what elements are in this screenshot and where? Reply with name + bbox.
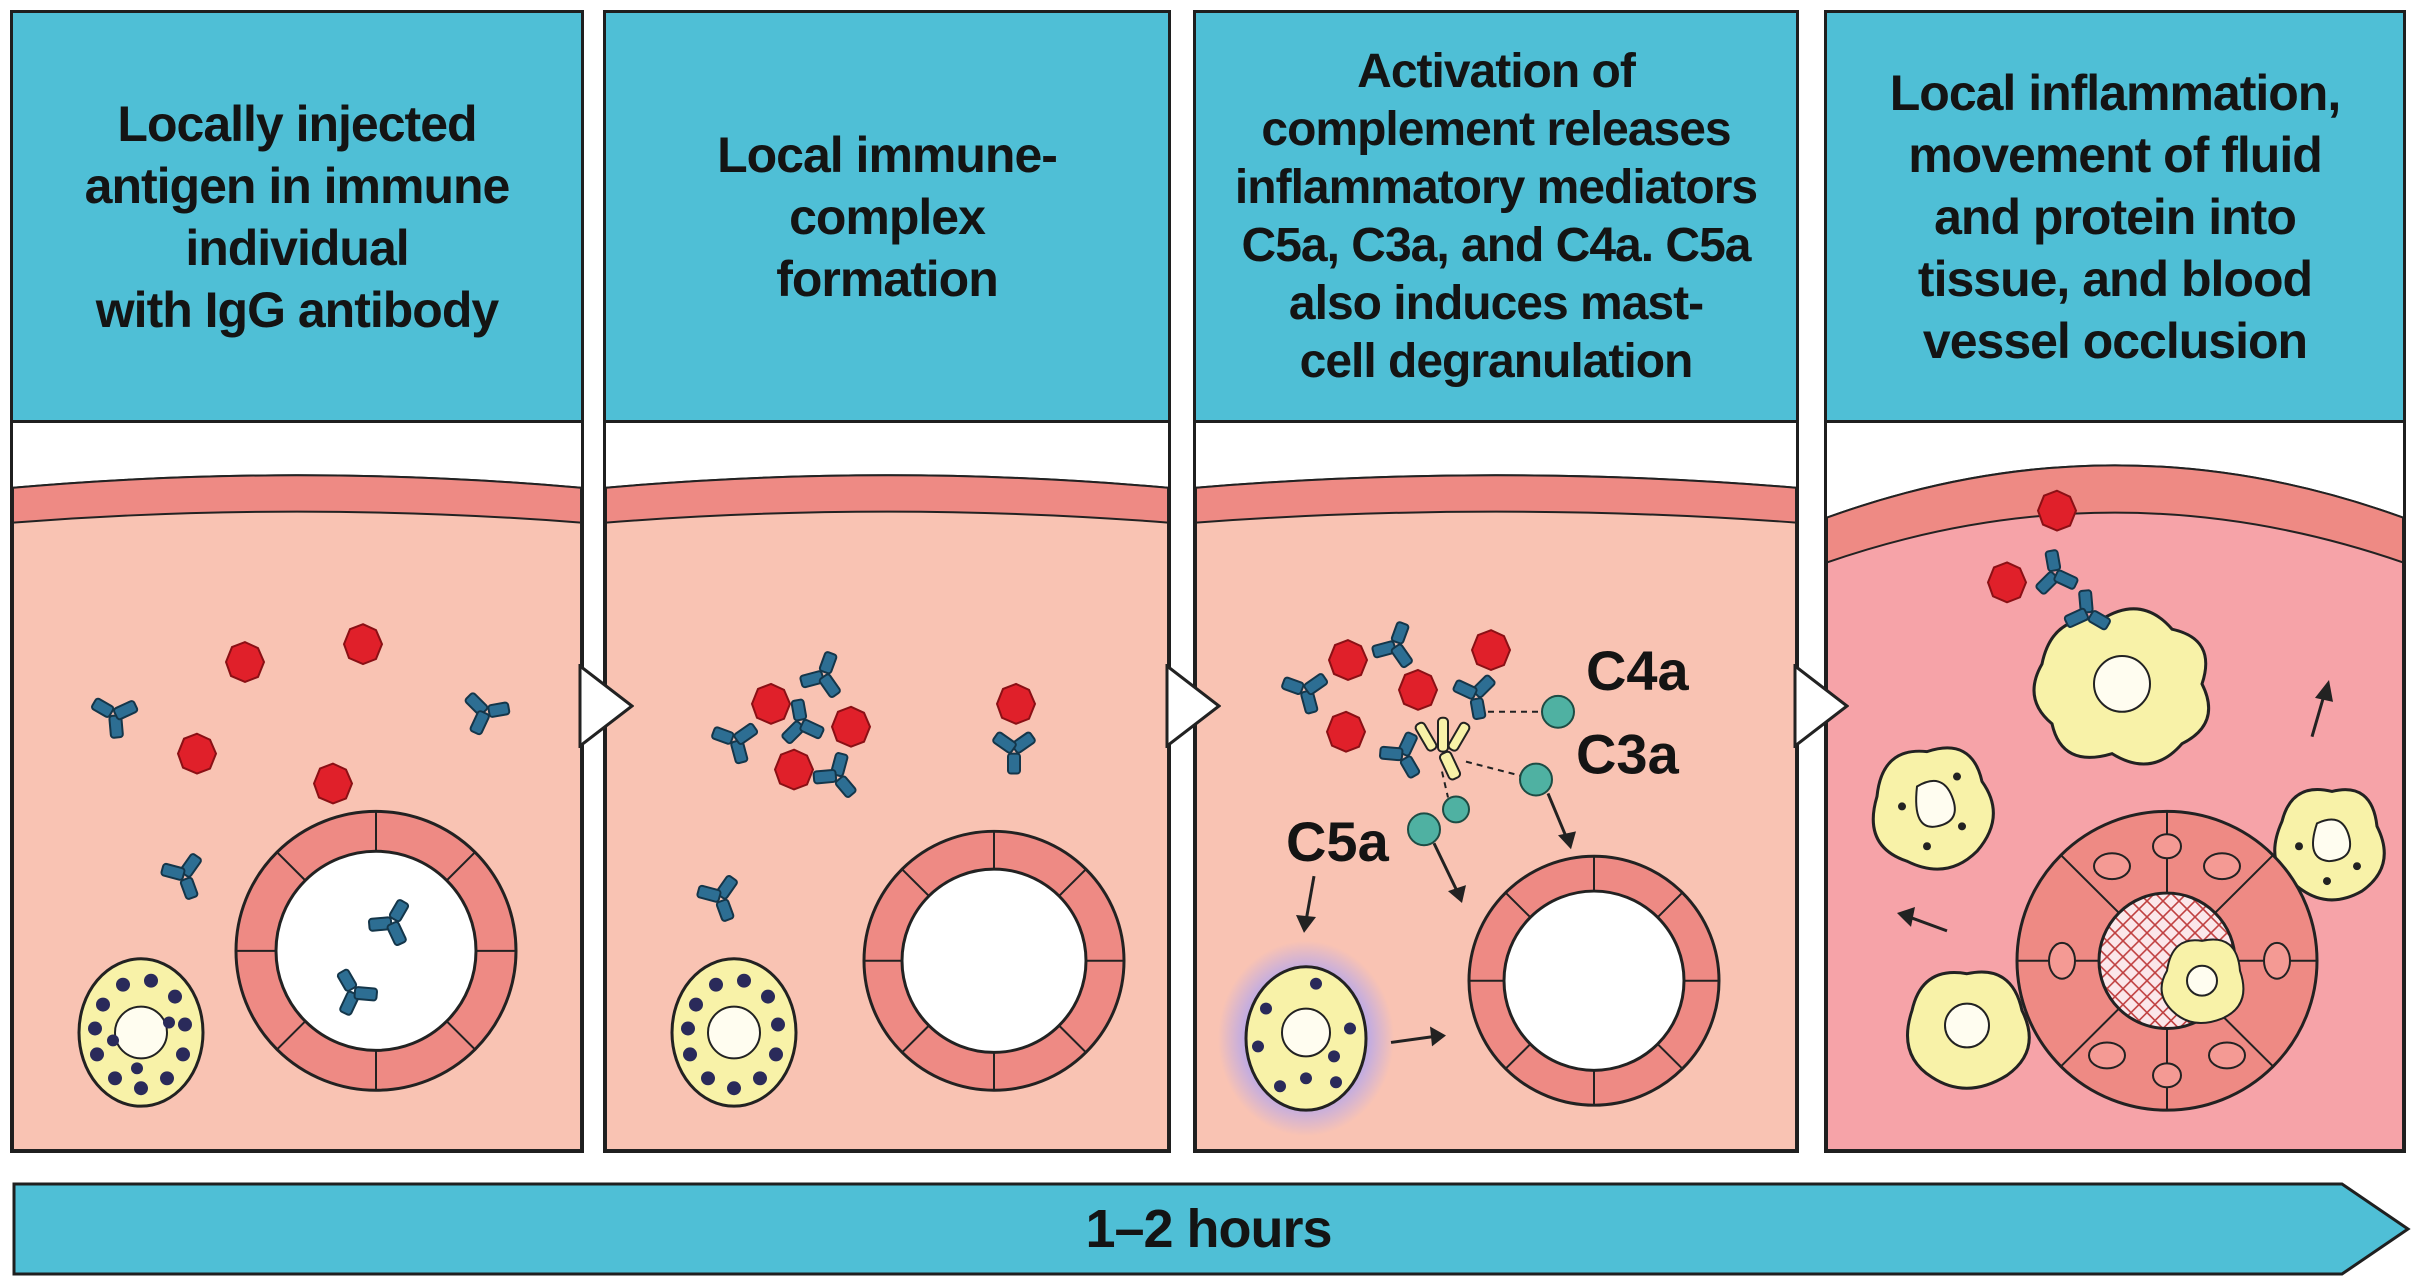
mediator-c5a — [1296, 771, 1470, 933]
degranulating-mast-cell — [1218, 940, 1394, 1137]
timeline-arrow — [12, 1182, 2411, 1276]
panel-header: Activation of complement releases inflam… — [1196, 13, 1796, 423]
mediator-c4a — [1488, 694, 1575, 729]
panel-header: Local immune- complex formation — [606, 13, 1168, 423]
label-c5a: C5a — [1286, 810, 1390, 873]
immune-complex — [1986, 489, 2121, 646]
leukocyte — [2273, 788, 2386, 902]
panel-illustration — [1827, 423, 2403, 1150]
blood-vessel — [234, 809, 518, 1092]
label-c3a: C3a — [1576, 723, 1680, 786]
transition-arrow — [1165, 664, 1221, 748]
panel-immune-complex: Local immune- complex formation — [603, 10, 1171, 1153]
leukocyte — [1906, 970, 2031, 1090]
label-c4a: C4a — [1586, 639, 1690, 702]
leukocyte — [1871, 746, 1995, 871]
complement-component — [1414, 716, 1471, 781]
blood-vessel — [862, 829, 1126, 1092]
panel-local-inflammation: Local inflammation, movement of fluid an… — [1824, 10, 2406, 1153]
panel-title: Activation of complement releases inflam… — [1234, 44, 1758, 388]
panel-complement-activation: Activation of complement releases inflam… — [1193, 10, 1799, 1153]
panel-title: Locally injected antigen in immune indiv… — [84, 95, 511, 338]
panel-illustration — [606, 423, 1168, 1150]
occluded-blood-vessel — [2015, 809, 2319, 1112]
mediator-c3a — [1465, 760, 1576, 850]
panel-header: Local inflammation, movement of fluid an… — [1827, 13, 2403, 423]
panel-antigen-injection: Locally injected antigen in immune indiv… — [10, 10, 584, 1153]
mast-cell — [670, 957, 798, 1108]
panel-illustration — [13, 423, 581, 1150]
panel-title: Local inflammation, movement of fluid an… — [1889, 64, 2342, 369]
blood-vessel — [1467, 854, 1721, 1107]
panel-title: Local immune- complex formation — [717, 126, 1058, 307]
leukocyte — [2032, 607, 2211, 766]
panel-header: Locally injected antigen in immune indiv… — [13, 13, 581, 423]
panel-illustration: C4a C3a C5a — [1196, 423, 1796, 1150]
transition-arrow — [578, 664, 634, 748]
transition-arrow — [1793, 664, 1849, 748]
